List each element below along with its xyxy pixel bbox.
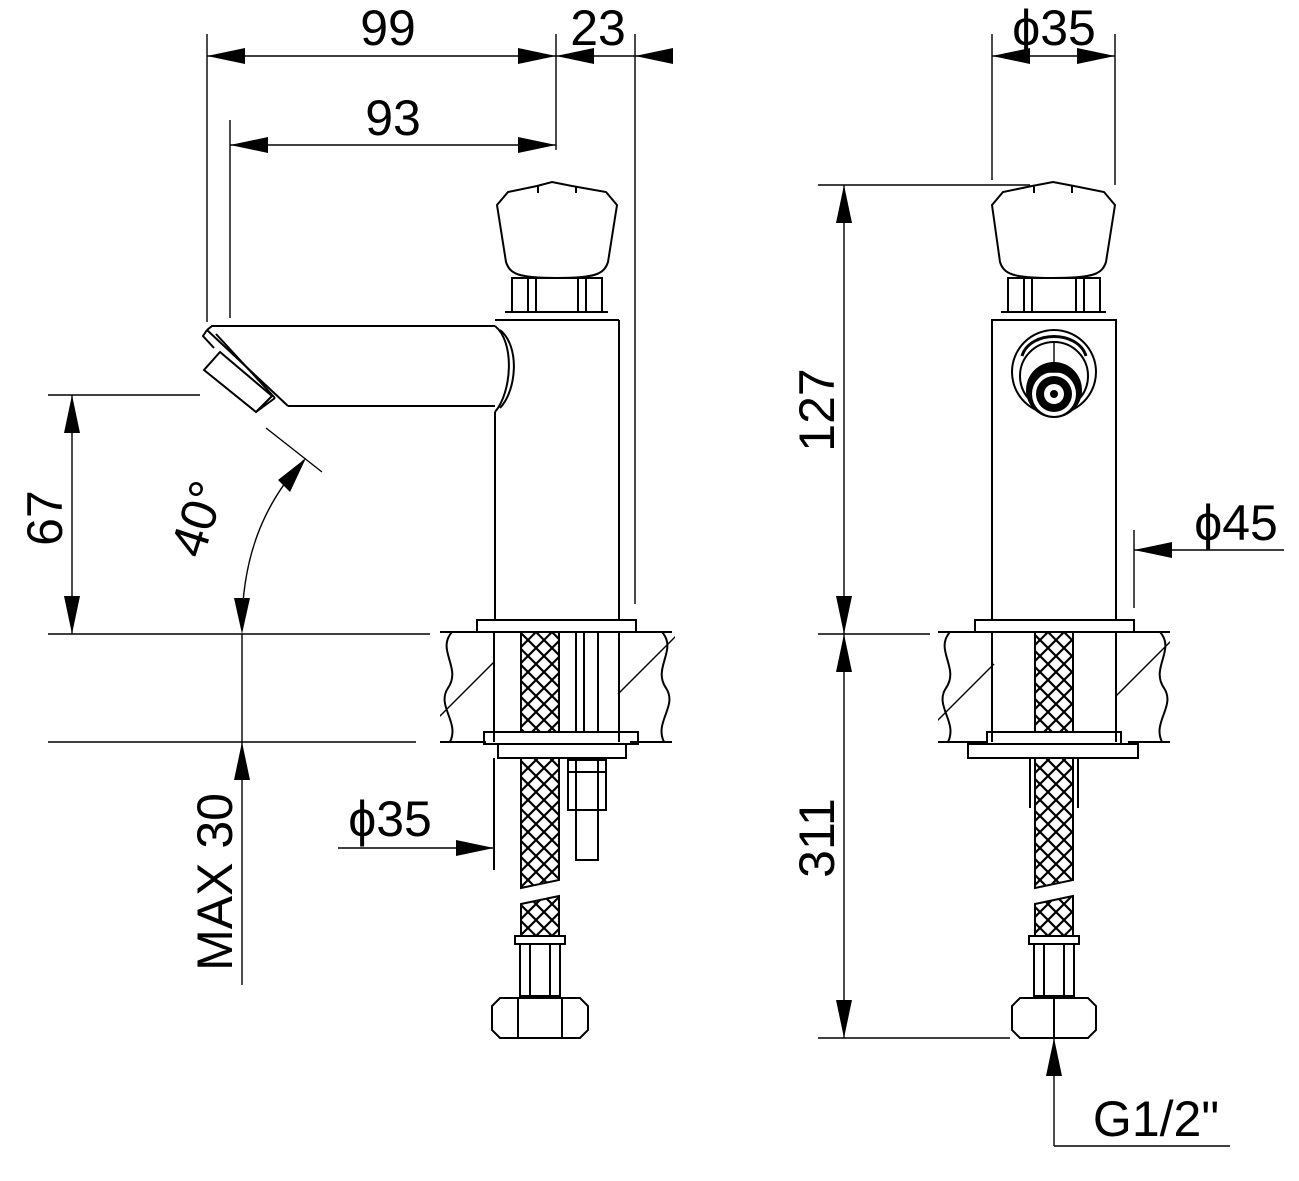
spout: [201, 325, 515, 414]
dim-shank-diameter: ϕ35: [348, 791, 432, 847]
dimension-lines-top-side: [206, 34, 673, 604]
deck-slab-left: [440, 631, 675, 743]
dim-body-diameter: ϕ45: [1194, 495, 1278, 551]
dimension-lines-front: [818, 34, 1284, 1147]
dim-spout-reach: 93: [365, 90, 421, 146]
dimension-lines-height-side: [48, 394, 430, 743]
dim-tap-height: 127: [789, 368, 845, 451]
shank-and-hose-side: [483, 631, 639, 1039]
dim-thread: G1/2": [1093, 1091, 1219, 1147]
side-view: 99 23 93 67 40° MAX 30 ϕ35: [17, 0, 675, 1039]
deck-slab-right: [938, 631, 1170, 743]
push-knob-side: [495, 180, 619, 313]
dim-outlet-height: 67: [17, 490, 73, 546]
tap-body-side: [476, 319, 637, 633]
dim-spout-angle: 40°: [160, 474, 237, 563]
dim-hose-length: 311: [789, 798, 845, 878]
angle-dimension: [234, 427, 323, 985]
dim-overall-reach: 99: [360, 0, 416, 56]
front-view: ϕ35 127 ϕ45 311 G1/2": [789, 0, 1284, 1147]
shank-and-hose-front: [967, 631, 1139, 1039]
push-knob-front: [990, 180, 1117, 313]
shank-diameter-dimension: [338, 840, 494, 856]
dim-knob-diameter: ϕ35: [1012, 0, 1096, 56]
dim-knob-offset: 23: [570, 0, 626, 56]
tap-body-front: [974, 319, 1135, 633]
dim-max-deck: MAX 30: [187, 793, 243, 971]
